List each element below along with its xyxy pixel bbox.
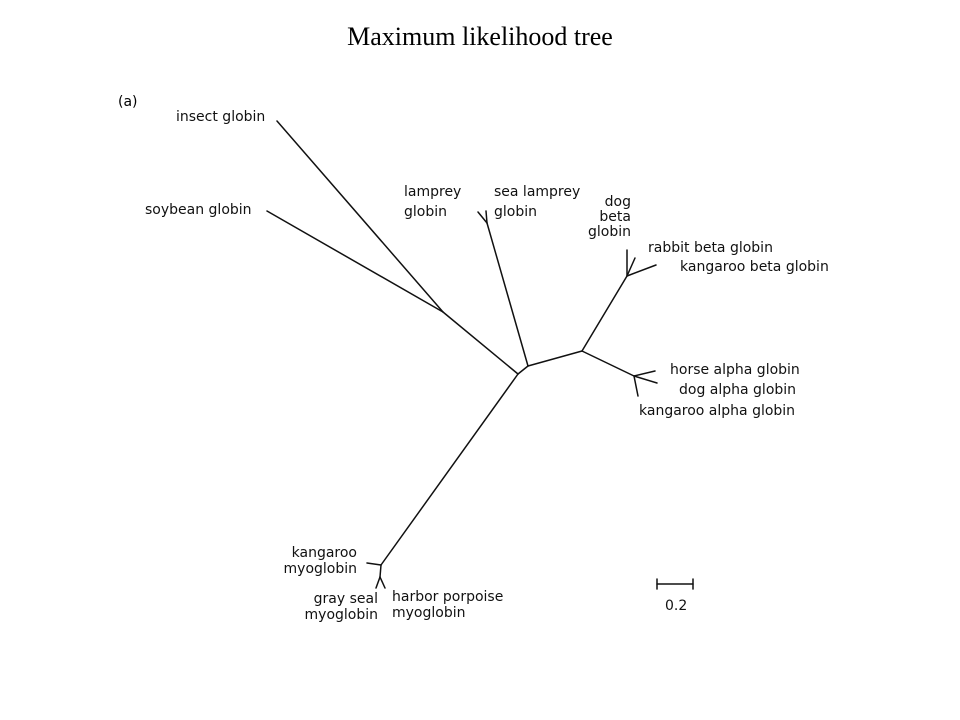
leaf-label-line: dog xyxy=(605,194,631,210)
leaf-label-line: rabbit beta globin xyxy=(648,240,773,256)
leaf-label-line: soybean globin xyxy=(145,202,252,218)
branch-lamprey-node-to-lamprey xyxy=(477,211,488,224)
leaf-label-line: kangaroo alpha globin xyxy=(639,403,795,419)
leaf-label-line: globin xyxy=(588,224,631,240)
leaf-label-kangaroo-beta: kangaroo beta globin xyxy=(680,259,829,275)
branch-plant-insect-to-insect xyxy=(276,120,444,313)
panel-label: (a) xyxy=(118,94,138,110)
leaf-label-line: kangaroo xyxy=(292,545,357,561)
leaf-label-line: myoglobin xyxy=(284,561,357,577)
leaf-label-line: myoglobin xyxy=(392,605,465,621)
branch-lower-myo-to-gray-seal xyxy=(375,576,381,589)
branch-root-to-plant-insect xyxy=(442,311,519,375)
scale-bar-label: 0.2 xyxy=(665,598,687,614)
tree-branches xyxy=(266,120,658,589)
scale-bar: 0.2 xyxy=(656,578,694,614)
branch-root-to-myoglobin xyxy=(380,373,519,566)
leaf-label-line: gray seal xyxy=(314,591,378,607)
leaf-label-rabbit-beta: rabbit beta globin xyxy=(648,240,773,256)
branch-inner-to-alpha-beta xyxy=(527,350,583,367)
leaf-label-line: myoglobin xyxy=(305,607,378,623)
leaf-label-line: dog alpha globin xyxy=(679,382,796,398)
leaf-label-lamprey: lamprey globin xyxy=(404,184,461,220)
branch-lamprey-node-to-sea-lamprey xyxy=(485,210,488,224)
leaf-label-insect: insect globin xyxy=(176,109,265,125)
leaf-label-line: beta xyxy=(599,209,631,225)
leaf-label-line: horse alpha globin xyxy=(670,362,800,378)
branch-beta-node-to-kangaroo-beta xyxy=(626,264,657,277)
leaf-label-line: kangaroo beta globin xyxy=(680,259,829,275)
leaf-label-line: globin xyxy=(494,204,537,220)
branch-alpha-node-to-dog-alpha xyxy=(633,375,658,384)
branch-myo-node-to-kangaroo-myo xyxy=(366,562,382,566)
leaf-labels: insect globin soybean globin lamprey globin… xyxy=(145,109,829,623)
branch-lower-myo-to-harbor-porpoise xyxy=(379,576,386,589)
leaf-label-kangaroo-alpha: kangaroo alpha globin xyxy=(639,403,795,419)
branch-beta-node-to-rabbit-beta xyxy=(626,257,636,277)
branch-myo-node-to-lower-myo xyxy=(379,564,382,578)
branch-plant-insect-to-soybean xyxy=(266,210,444,313)
leaf-label-sea-lamprey: sea lamprey globin xyxy=(494,184,580,220)
branch-alpha-node-to-kangaroo-alpha xyxy=(633,375,639,397)
leaf-label-soybean: soybean globin xyxy=(145,202,252,218)
leaf-label-line: harbor porpoise xyxy=(392,589,503,605)
leaf-label-horse-alpha: horse alpha globin xyxy=(670,362,800,378)
leaf-label-line: globin xyxy=(404,204,447,220)
leaf-label-line: lamprey xyxy=(404,184,461,200)
leaf-label-line: sea lamprey xyxy=(494,184,580,200)
branch-root-to-alpha-beta xyxy=(517,365,529,375)
branch-alpha-node-to-horse-alpha xyxy=(633,370,656,377)
leaf-label-dog-alpha: dog alpha globin xyxy=(679,382,796,398)
leaf-label-line: insect globin xyxy=(176,109,265,125)
page-title: Maximum likelihood tree xyxy=(347,22,613,51)
branch-alpha-beta-to-beta xyxy=(581,275,628,352)
branch-alpha-beta-to-alpha xyxy=(581,350,635,377)
branch-inner-to-lamprey xyxy=(486,222,529,367)
